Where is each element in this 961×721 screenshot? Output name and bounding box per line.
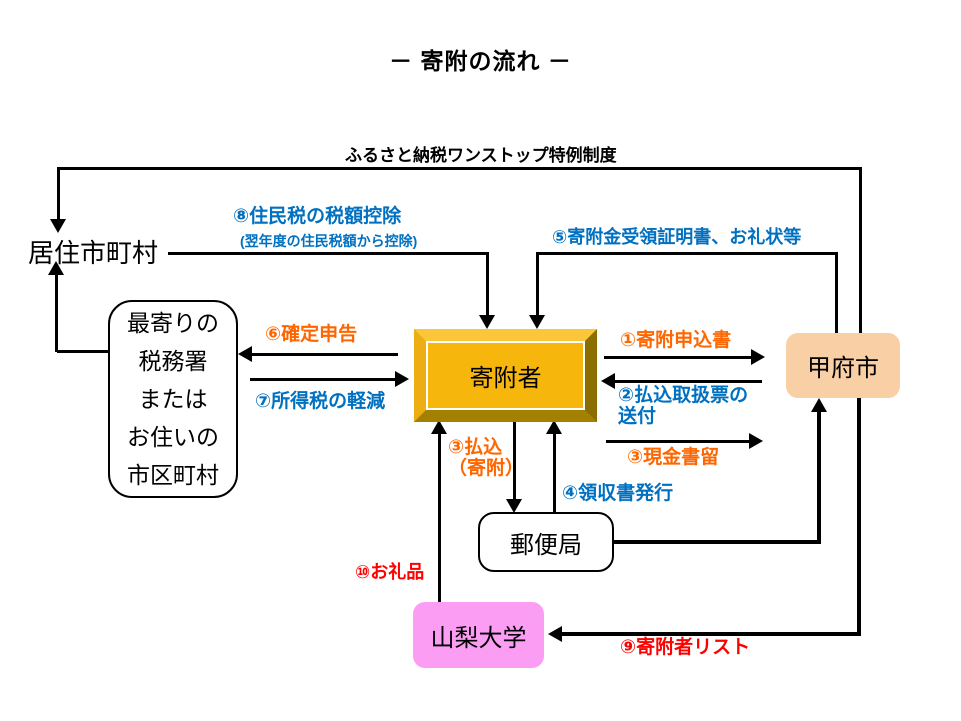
connector-onestop-left-vertical bbox=[57, 167, 60, 221]
arrowhead-f5-to-donor-icon bbox=[529, 315, 545, 329]
connector-f7 bbox=[250, 378, 395, 381]
onestop-system-label: ふるさと納税ワンストップ特例制度 bbox=[345, 146, 617, 165]
flow-label-7-income-tax: ⑦所得税の軽減 bbox=[255, 391, 386, 412]
connector-f9-horizontal bbox=[561, 632, 861, 636]
connector-postoffice-kofu-vertical bbox=[817, 411, 821, 544]
arrowhead-f6-to-taxoffice-icon bbox=[238, 346, 252, 362]
connector-f5-right-vertical bbox=[835, 252, 838, 333]
connector-f6 bbox=[250, 353, 398, 356]
flow-label-3-payment: ③払込 （寄附） bbox=[448, 437, 525, 479]
connector-f8-vertical bbox=[486, 252, 489, 316]
flow-label-4-receipt: ④領収書発行 bbox=[562, 483, 674, 504]
connector-f8-horizontal bbox=[168, 252, 489, 255]
arrowhead-f3-to-postoffice-icon bbox=[506, 499, 522, 513]
node-yamanashi-university: 山梨大学 bbox=[413, 602, 544, 668]
arrowhead-f1-to-kofu-icon bbox=[751, 349, 765, 365]
node-post-office: 郵便局 bbox=[478, 512, 614, 572]
arrowhead-f9-to-university-icon bbox=[548, 626, 562, 642]
flow-label-8-note: (翌年度の住民税額から控除) bbox=[240, 233, 418, 249]
arrowhead-to-kofu-icon bbox=[811, 398, 827, 412]
flow-label-5-certificate: ⑤寄附金受領証明書、お礼状等 bbox=[552, 227, 802, 247]
connector-f2 bbox=[614, 380, 762, 383]
connector-f5-horizontal bbox=[537, 252, 838, 255]
arrowhead-f3-cash-icon bbox=[749, 433, 763, 449]
connector-f3-cash bbox=[606, 440, 749, 443]
arrowhead-onestop-to-resident-icon bbox=[50, 219, 66, 233]
connector-taxoffice-resident-vertical bbox=[55, 274, 58, 352]
flow-label-3-cash-mail: ③現金書留 bbox=[627, 447, 720, 468]
connector-onestop-horizontal bbox=[60, 167, 862, 170]
arrowhead-f10-to-donor-icon bbox=[431, 420, 447, 434]
connector-taxoffice-resident-horizontal bbox=[57, 350, 109, 353]
page-title: － 寄附の流れ － bbox=[389, 48, 572, 74]
connector-f9-vertical bbox=[857, 398, 861, 636]
flow-label-1-application: ①寄附申込書 bbox=[620, 330, 732, 351]
arrowhead-f2-to-donor-icon bbox=[601, 373, 615, 389]
arrowhead-f7-to-donor-icon bbox=[395, 371, 409, 387]
connector-f1 bbox=[604, 356, 751, 359]
flow-label-9-donor-list: ⑨寄附者リスト bbox=[620, 637, 751, 658]
node-kofu-city: 甲府市 bbox=[786, 333, 900, 398]
connector-f10 bbox=[438, 432, 441, 602]
connector-onestop-right-vertical bbox=[859, 167, 862, 333]
flow-label-2-payment-slip: ②払込取扱票の 送付 bbox=[618, 385, 749, 427]
connector-postoffice-kofu-horizontal bbox=[612, 540, 820, 544]
flow-label-10-gift: ⑩お礼品 bbox=[355, 562, 425, 582]
connector-f3-payment bbox=[513, 422, 516, 502]
node-donor-label: 寄附者 bbox=[426, 341, 585, 410]
node-resident-municipality: 居住市町村 bbox=[28, 238, 159, 268]
flow-label-8-resident-tax: ⑧住民税の税額控除 bbox=[233, 206, 402, 227]
node-tax-office: 最寄りの 税務署 または お住いの 市区町村 bbox=[108, 300, 238, 498]
flow-label-6-tax-return: ⑥確定申告 bbox=[265, 324, 358, 345]
arrowhead-f8-to-donor-icon bbox=[479, 315, 495, 329]
connector-f5-left-vertical bbox=[536, 252, 539, 316]
node-donor: 寄附者 bbox=[414, 329, 597, 422]
arrowhead-f4-to-donor-icon bbox=[546, 420, 562, 434]
connector-f4 bbox=[553, 432, 556, 512]
arrowhead-to-resident-municipality-icon bbox=[48, 261, 64, 275]
